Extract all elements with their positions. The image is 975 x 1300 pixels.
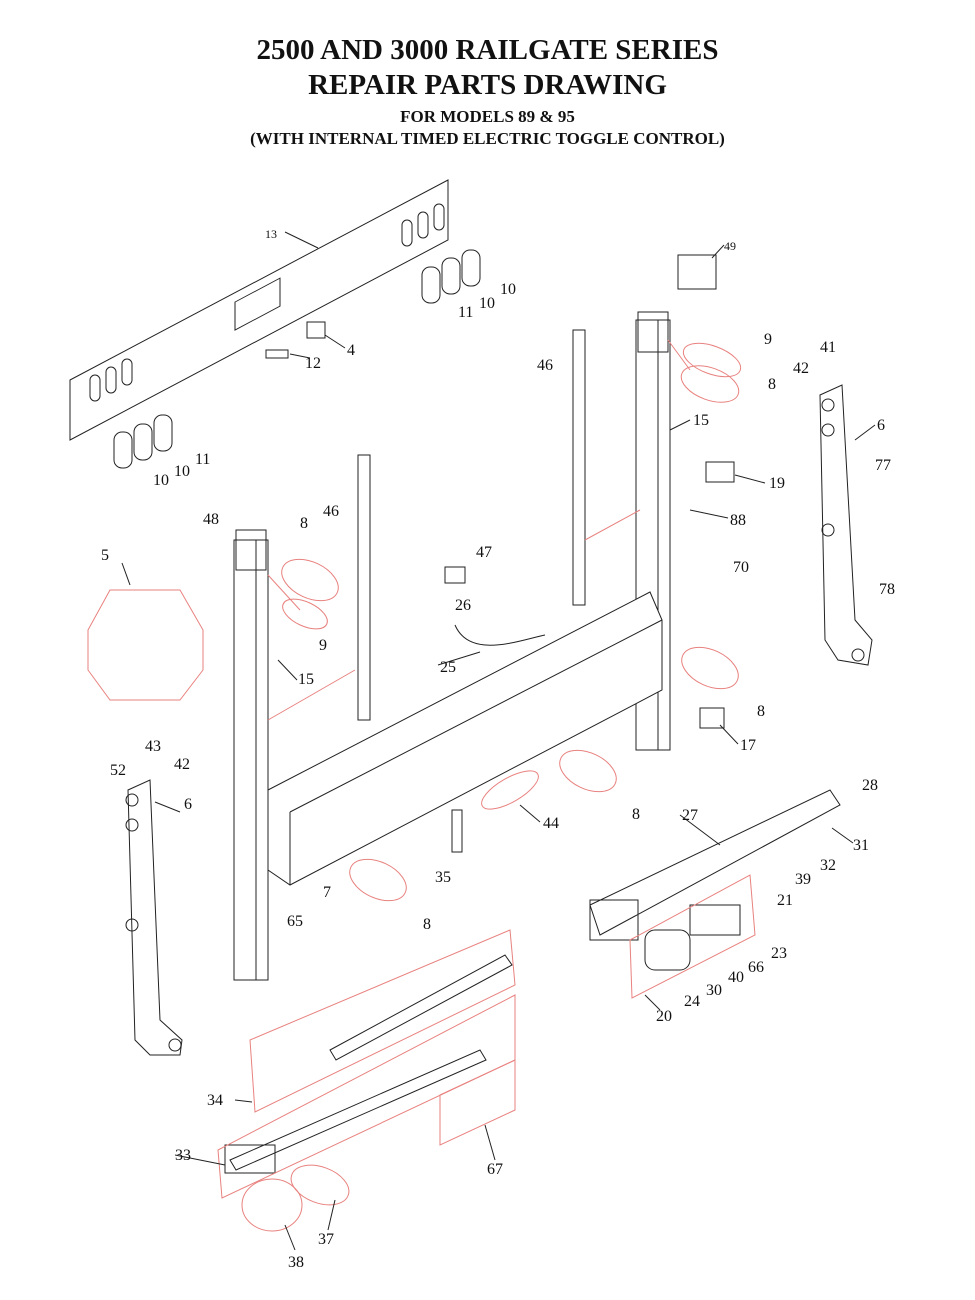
callout-label-43: 43: [145, 738, 161, 755]
callout-label-8: 8: [768, 376, 776, 393]
small-parts: [265, 254, 735, 853]
callout-label-9: 9: [764, 331, 772, 348]
callout-label-46: 46: [323, 503, 339, 520]
cable-rail-left: [357, 454, 371, 721]
callout-label-67: 67: [487, 1161, 503, 1178]
cylinder-mount: [589, 899, 639, 941]
title-series: 2500 AND 3000 RAILGATE SERIES: [256, 34, 719, 66]
left-post: [233, 529, 269, 981]
callout-label-11: 11: [195, 451, 211, 468]
callout-label-30: 30: [706, 982, 722, 999]
callout-label-25: 25: [440, 659, 456, 676]
callout-label-31: 31: [853, 837, 869, 854]
title-drawing: REPAIR PARTS DRAWING: [308, 69, 667, 101]
lift-cylinder: [589, 789, 841, 936]
callout-label-17: 17: [740, 737, 756, 754]
callout-label-28: 28: [862, 777, 878, 794]
callout-label-77: 77: [875, 457, 891, 474]
leader-lines: [121, 231, 876, 1251]
callout-label-24: 24: [684, 993, 700, 1010]
subtitle-models: FOR MODELS 89 & 95: [400, 107, 575, 126]
callout-outlines: [87, 339, 756, 1232]
callout-label-37: 37: [318, 1231, 334, 1248]
callout-label-10: 10: [500, 281, 516, 298]
callout-label-47: 47: [476, 544, 492, 561]
callout-label-20: 20: [656, 1008, 672, 1025]
subtitle-control: (WITH INTERNAL TIMED ELECTRIC TOGGLE CON…: [250, 129, 725, 148]
callout-label-15: 15: [693, 412, 709, 429]
callout-label-78: 78: [879, 581, 895, 598]
callout-label-33: 33: [175, 1147, 191, 1164]
right-roller-arm: [819, 384, 873, 666]
callout-label-49: 49: [724, 239, 736, 253]
callout-label-11: 11: [458, 304, 474, 321]
callout-label-10: 10: [153, 472, 169, 489]
callout-label-12: 12: [305, 355, 321, 372]
gas-cylinder: [329, 954, 513, 1061]
callout-label-6: 6: [184, 796, 192, 813]
callout-label-46: 46: [537, 357, 553, 374]
callout-label-19: 19: [769, 475, 785, 492]
callout-label-8: 8: [300, 515, 308, 532]
callout-label-32: 32: [820, 857, 836, 874]
callout-label-10: 10: [174, 463, 190, 480]
main-beam: [267, 591, 663, 886]
panel-cutout: [234, 277, 281, 331]
callout-label-66: 66: [748, 959, 764, 976]
callout-label-9: 9: [319, 637, 327, 654]
callout-label-7: 7: [323, 884, 331, 901]
callout-label-35: 35: [435, 869, 451, 886]
callout-label-65: 65: [287, 913, 303, 930]
callout-label-41: 41: [820, 339, 836, 356]
callout-label-8: 8: [757, 703, 765, 720]
callout-label-5: 5: [101, 547, 109, 564]
callout-label-48: 48: [203, 511, 219, 528]
callout-label-40: 40: [728, 969, 744, 986]
callout-label-27: 27: [682, 807, 698, 824]
rod-mount: [224, 1144, 276, 1174]
callout-label-52: 52: [110, 762, 126, 779]
callout-label-39: 39: [795, 871, 811, 888]
pump-motor: [644, 929, 691, 971]
callout-label-88: 88: [730, 512, 746, 529]
rod-assembly: [229, 1049, 487, 1171]
callout-label-23: 23: [771, 945, 787, 962]
pump-reservoir: [689, 904, 741, 936]
callout-label-15: 15: [298, 671, 314, 688]
cable-rail-right: [572, 329, 586, 606]
callout-label-13: 13: [265, 227, 277, 241]
rubber-grommets: [113, 249, 481, 469]
callout-label-6: 6: [877, 417, 885, 434]
callout-label-4: 4: [347, 342, 355, 359]
callout-label-21: 21: [777, 892, 793, 909]
callout-label-38: 38: [288, 1254, 304, 1271]
callout-label-8: 8: [632, 806, 640, 823]
callout-label-34: 34: [207, 1092, 223, 1109]
callout-label-70: 70: [733, 559, 749, 576]
callout-label-44: 44: [543, 815, 559, 832]
callout-label-42: 42: [793, 360, 809, 377]
top-panel: [69, 179, 449, 441]
callout-label-26: 26: [455, 597, 471, 614]
panel-slots: [89, 203, 445, 402]
callout-label-10: 10: [479, 295, 495, 312]
callout-label-8: 8: [423, 916, 431, 933]
callout-label-42: 42: [174, 756, 190, 773]
